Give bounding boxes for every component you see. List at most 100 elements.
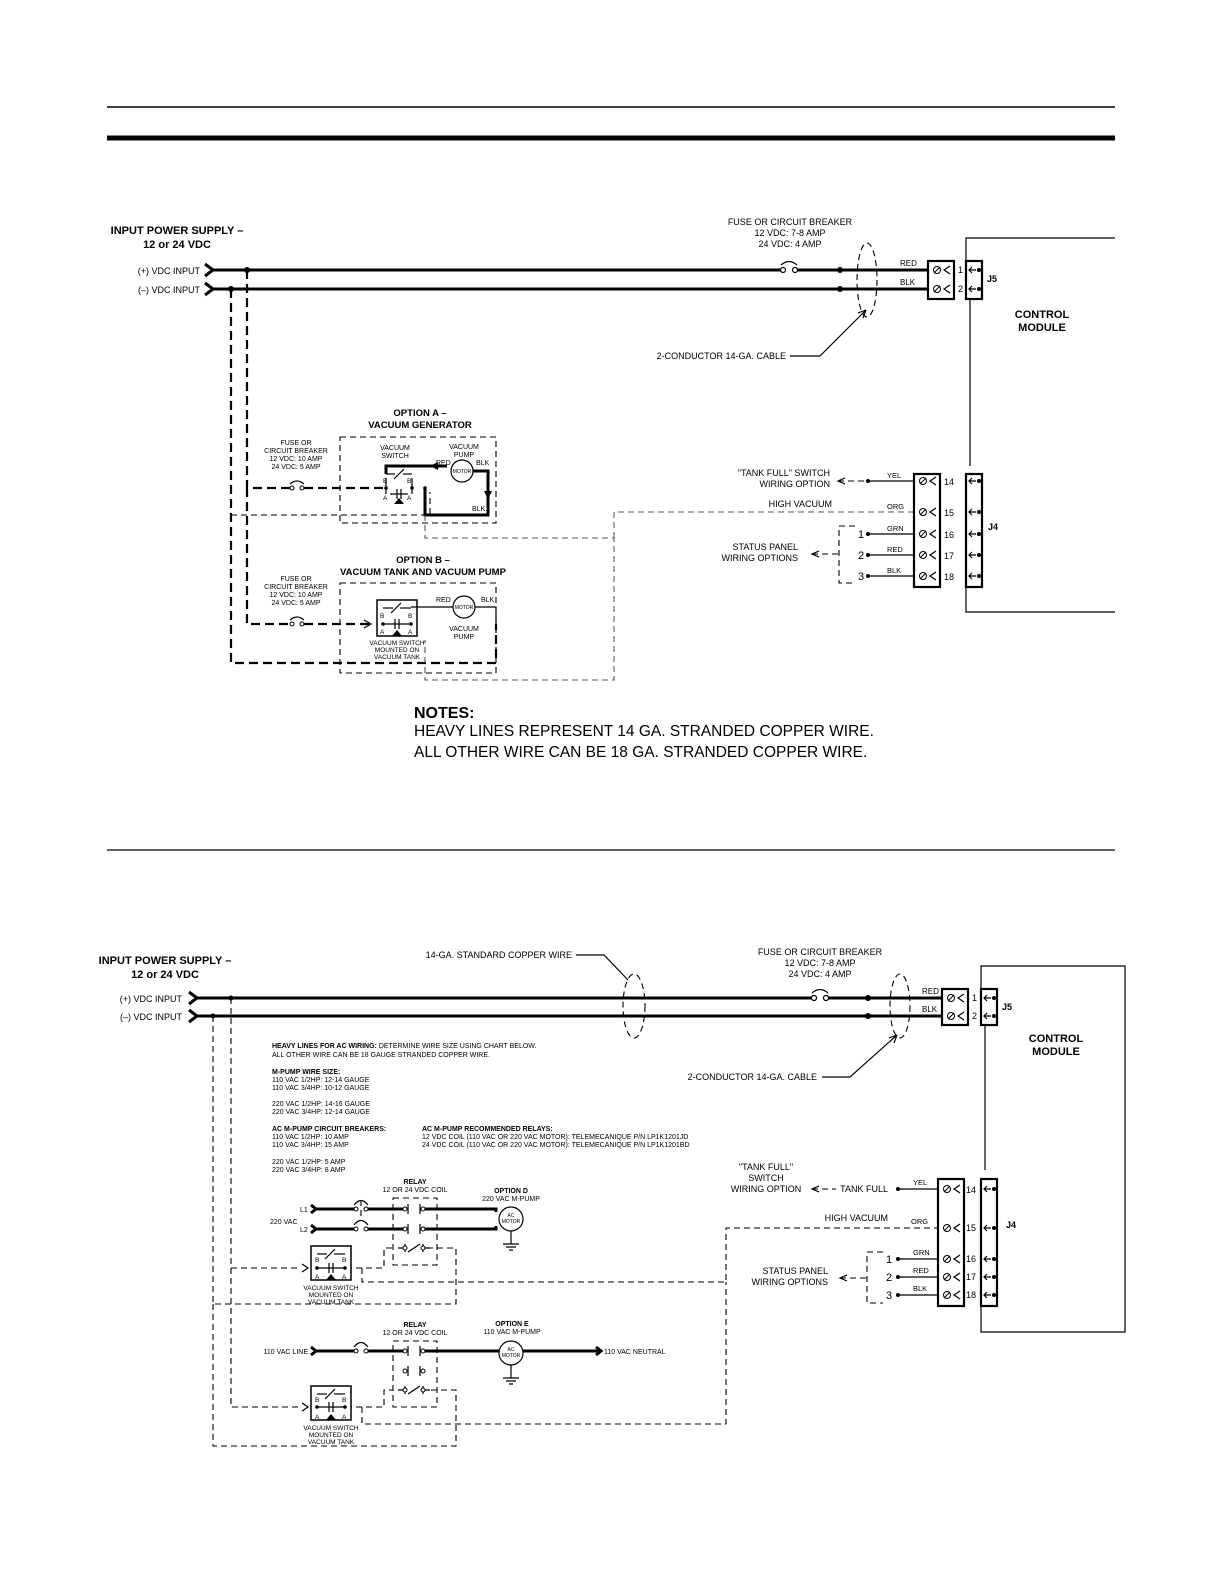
option-a-fuse-4: 24 VDC: 5 AMP	[271, 464, 320, 471]
option-e-switch-arrow-icon	[301, 1402, 310, 1412]
bottom-j4-terminal-block	[936, 1177, 966, 1308]
bottom-yel-label: YEL	[913, 1178, 927, 1187]
bottom-wire-red-label: RED	[922, 987, 939, 996]
top-junction	[837, 267, 843, 273]
option-d-l1: L1	[300, 1207, 308, 1214]
option-a-subtitle: VACUUM GENERATOR	[368, 420, 472, 431]
terminal-arrow-icon	[928, 571, 937, 581]
bottom-fuse-label-3: 24 VDC: 4 AMP	[788, 969, 851, 979]
top-j5-connector-pins	[968, 266, 981, 293]
bottom-wire-blk-label: BLK	[922, 1005, 938, 1014]
bottom-org-label: ORG	[911, 1217, 928, 1226]
bottom-high-vacuum-label: HIGH VACUUM	[825, 1213, 888, 1223]
option-e-mounted-2: MOUNTED ON	[309, 1432, 354, 1439]
bottom-j5-pin2: 2	[972, 1011, 977, 1021]
bottom-tank-full-1: "TANK FULL"	[739, 1162, 793, 1172]
bottom-high-vacuum-signal-2	[361, 1282, 727, 1425]
terminal-screw-slot	[919, 477, 927, 485]
bottom-branch-pos-2	[230, 1268, 300, 1408]
option-d-l2: L2	[300, 1227, 308, 1234]
top-dot	[866, 532, 870, 536]
top-input-pos-arrow-icon	[204, 262, 216, 278]
bottom-input-pos-arrow-icon	[188, 990, 200, 1006]
option-d-pin-a1: A	[315, 1274, 320, 1281]
option-a-pin-b2: B	[407, 478, 411, 485]
top-j5-screw-icons	[933, 265, 951, 294]
bottom-tank-full-4: TANK FULL	[840, 1184, 888, 1194]
top-control-label-2: MODULE	[1018, 322, 1066, 334]
option-a-pin-b1: B	[383, 478, 387, 485]
option-b-vacuum-switch-icon	[376, 599, 418, 637]
relay-e-box	[392, 1340, 438, 1408]
option-d-switch-arrow-icon	[301, 1263, 310, 1273]
option-a-red-label: RED	[436, 460, 451, 467]
top-control-module-outline	[965, 237, 1115, 261]
bottom-j5-pin1: 1	[972, 993, 977, 1003]
connector-pin-icon	[977, 553, 981, 557]
top-input-neg-arrow-icon	[204, 281, 216, 297]
option-e-neutral-arrow-icon	[595, 1345, 604, 1357]
terminal-arrow-icon	[952, 1290, 961, 1300]
bottom-status-num-3: 3	[886, 1290, 892, 1302]
bottom-tank-full-2: SWITCH	[748, 1173, 784, 1183]
bottom-j5-label: J5	[1002, 1002, 1012, 1012]
bottom-status-num-1: 1	[886, 1254, 892, 1266]
bottom-input-title: INPUT POWER SUPPLY –	[99, 955, 232, 967]
relay-e-title: RELAY	[403, 1322, 426, 1329]
option-b-box	[339, 582, 497, 674]
top-j4-connector	[964, 472, 984, 589]
option-a-pin-a2: A	[407, 495, 412, 502]
bottom-branch-neg	[212, 1016, 457, 1305]
option-a-arrow-icon	[430, 462, 438, 470]
connector-pin-icon	[992, 1257, 996, 1261]
option-d-vacuum-switch-icon	[310, 1245, 352, 1281]
option-b-pin-b1: B	[380, 613, 384, 620]
option-b-mounted-2: MOUNTED ON	[375, 647, 420, 654]
top-j4-p17: 17	[944, 551, 954, 561]
terminal-arrow-icon	[952, 1223, 961, 1233]
option-b-fuse-icon	[289, 616, 305, 627]
option-e-vacuum-switch-icon	[310, 1385, 352, 1421]
option-e-pin-a2: A	[342, 1414, 347, 1421]
terminal-screw-slot	[943, 1255, 951, 1263]
top-status-1: STATUS PANEL	[732, 542, 798, 552]
notes-title: NOTES:	[414, 705, 474, 722]
ac-notes-rest: DETERMINE WIRE SIZE USING CHART BELOW.	[377, 1043, 537, 1050]
option-d-ac-label: AC	[508, 1213, 515, 1219]
connector-pin-icon	[992, 1226, 996, 1230]
cb-3: 220 VAC 1/2HP: 5 AMP	[272, 1159, 346, 1166]
option-b-pin-a2: A	[408, 629, 413, 636]
top-cable-leader	[790, 309, 867, 357]
top-high-vacuum-signal-2	[613, 511, 922, 538]
bottom-cable-label: 2-CONDUCTOR 14-GA. CABLE	[688, 1072, 817, 1082]
relay-e-contacts-icon	[398, 1346, 430, 1395]
top-j5-connector	[964, 259, 984, 301]
top-j5-label: J5	[987, 274, 997, 284]
option-b-mounted-1: VACUUM SWITCH	[369, 640, 424, 647]
option-a-pump-return	[423, 469, 490, 517]
top-diagram: INPUT POWER SUPPLY – 12 or 24 VDC (+) VD…	[111, 217, 1115, 761]
bottom-branch-neg-2	[212, 1304, 457, 1447]
top-grn-label: GRN	[887, 524, 904, 533]
top-status-num-1: 1	[858, 529, 864, 541]
option-e-ac-label: AC	[508, 1347, 515, 1353]
top-dot	[866, 479, 870, 483]
bottom-input-neg-arrow-icon	[188, 1008, 200, 1024]
top-cable-arrow-icon	[857, 309, 867, 319]
bottom-j4-connector	[979, 1177, 999, 1308]
option-e-subtitle: 110 VAC M-PUMP	[483, 1329, 541, 1336]
terminal-arrow-icon	[928, 476, 937, 486]
top-fuse-label-2: 12 VDC: 7-8 AMP	[754, 228, 825, 238]
terminal-arrow-icon	[928, 507, 937, 517]
bottom-j5-connector	[979, 987, 999, 1027]
connector-pin-icon	[977, 574, 981, 578]
bottom-control-module-outline	[980, 965, 1126, 1333]
top-high-vacuum-signal	[424, 515, 615, 681]
bottom-j4-p14: 14	[966, 1185, 976, 1195]
top-junction	[837, 286, 843, 292]
bottom-branch-pos	[230, 998, 300, 1269]
terminal-arrow-icon	[928, 550, 937, 560]
option-b-fuse-4: 24 VDC: 5 AMP	[271, 600, 320, 607]
option-a-switch-label-1: VACUUM	[380, 445, 410, 452]
